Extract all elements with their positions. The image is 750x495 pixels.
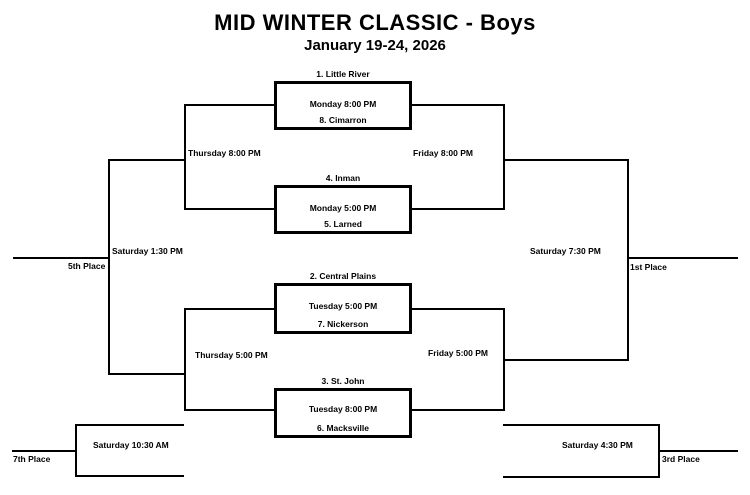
- game1-winner-line: [411, 104, 503, 106]
- game4-top-seed: 3. St. John: [321, 376, 365, 386]
- third-place-label: 3rd Place: [662, 454, 700, 464]
- fifth-place-bracket-line: [108, 159, 110, 375]
- game1-top-seed: 1. Little River: [316, 69, 370, 79]
- fifth-place-winner-line: [13, 257, 110, 259]
- game1-loser-line: [184, 104, 275, 106]
- game2-bottom-seed: 5. Larned: [324, 219, 362, 229]
- consolation-semi-bottom-time: Thursday 5:00 PM: [195, 350, 268, 360]
- seventh-place-bottom-line: [75, 475, 184, 477]
- friday8-bracket-line: [503, 104, 505, 210]
- game3-top-seed: 2. Central Plains: [309, 271, 377, 281]
- consolation-semi-top-time: Thursday 8:00 PM: [188, 148, 261, 158]
- thursday8-advance-line: [108, 159, 186, 161]
- thursday5-bracket-line: [184, 308, 186, 411]
- game4-time: Tuesday 8:00 PM: [308, 404, 378, 414]
- thursday5-advance-line: [108, 373, 186, 375]
- game3-time: Tuesday 5:00 PM: [308, 301, 378, 311]
- third-place-bottom-line: [503, 476, 660, 478]
- championship-semi-bottom-time: Friday 5:00 PM: [428, 348, 488, 358]
- game1-box: [274, 81, 412, 130]
- game1-time: Monday 8:00 PM: [309, 99, 377, 109]
- third-place-top-line: [503, 424, 660, 426]
- game4-loser-line: [184, 409, 275, 411]
- game1-bottom-seed: 8. Cimarron: [319, 115, 367, 125]
- game4-bottom-seed: 6. Macksville: [317, 423, 369, 433]
- first-place-winner-line: [627, 257, 738, 259]
- game4-box: [274, 388, 412, 438]
- game2-box: [274, 185, 412, 234]
- thursday8-bracket-line: [184, 104, 186, 210]
- game4-winner-line: [411, 409, 503, 411]
- game2-winner-line: [411, 208, 503, 210]
- seventh-place-label: 7th Place: [13, 454, 51, 464]
- tournament-title: MID WINTER CLASSIC - Boys: [214, 10, 536, 35]
- friday8-advance-line: [503, 159, 629, 161]
- first-place-label: 1st Place: [630, 262, 667, 272]
- seventh-place-time: Saturday 10:30 AM: [93, 440, 169, 450]
- game2-time: Monday 5:00 PM: [309, 203, 377, 213]
- fifth-place-label: 5th Place: [68, 261, 106, 271]
- third-place-time: Saturday 4:30 PM: [562, 440, 633, 450]
- fifth-place-time: Saturday 1:30 PM: [112, 246, 183, 256]
- game3-box: [274, 283, 412, 334]
- first-place-bracket-line: [627, 159, 629, 361]
- friday5-advance-line: [503, 359, 629, 361]
- game3-winner-line: [411, 308, 503, 310]
- game2-top-seed: 4. Inman: [325, 173, 361, 183]
- championship-semi-top-time: Friday 8:00 PM: [413, 148, 473, 158]
- game2-loser-line: [184, 208, 275, 210]
- first-place-time: Saturday 7:30 PM: [530, 246, 601, 256]
- seventh-place-winner-line: [12, 450, 77, 452]
- game3-loser-line: [184, 308, 275, 310]
- third-place-winner-line: [658, 450, 738, 452]
- game3-bottom-seed: 7. Nickerson: [317, 319, 369, 329]
- seventh-place-top-line: [75, 424, 184, 426]
- tournament-dates: January 19-24, 2026: [304, 37, 446, 54]
